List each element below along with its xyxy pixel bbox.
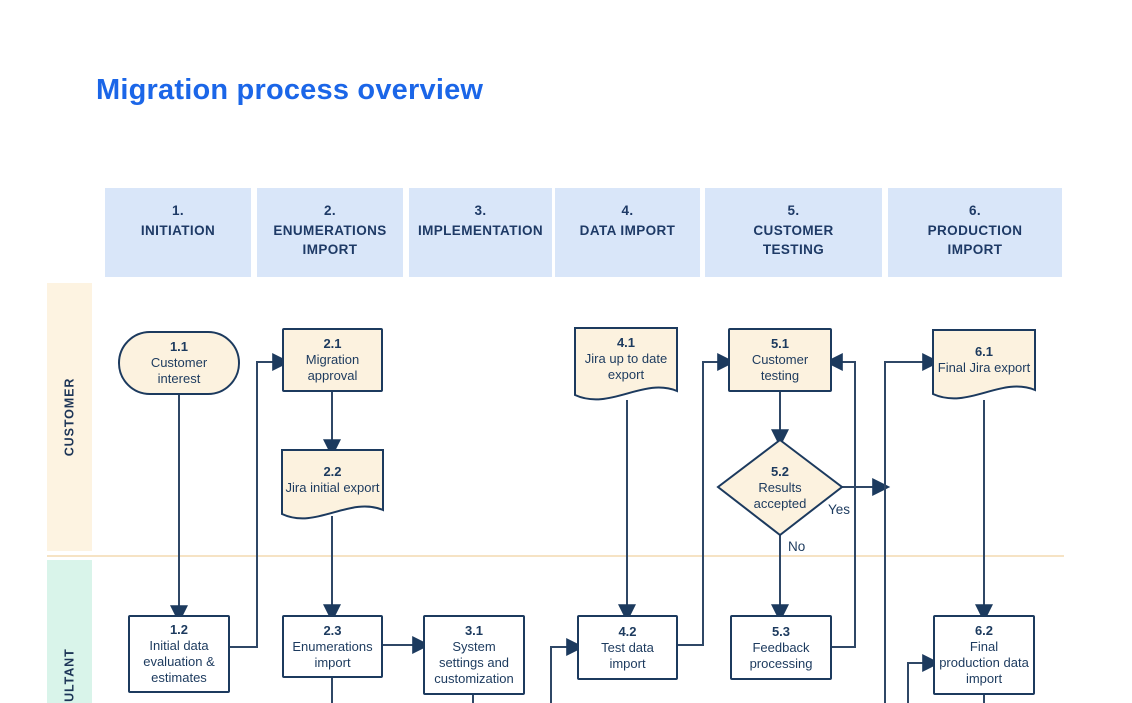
edge-offscreen-to-4.2 [550,638,585,703]
phase-name: DATA IMPORT [579,222,676,238]
swimlane-customer: CUSTOMER [47,283,92,551]
page-title: Migration process overview [96,74,484,106]
node-number: 2.2 [323,464,342,479]
node-label: Jira initial export [285,480,380,495]
edge-5.3-to-5.1 [824,353,856,648]
phase-name: PRODUCTION IMPORT [927,222,1023,258]
phase-number: 5. [787,203,800,218]
phase-name: IMPLEMENTATION [417,222,544,238]
node-4-1-jira-up-to-date-export: 4.1 Jira up to date export [575,328,677,400]
node-3-1-system-settings-customization: 3.1 System settings and customization [423,615,525,695]
phase-header-initiation: 1. INITIATION [105,188,251,277]
node-label: Final Jira export [937,360,1031,375]
phase-name: ENUMERATIONS IMPORT [273,222,387,258]
node-1-1-customer-interest: 1.1 Customer interest [118,331,240,395]
node-4-2-test-data-import: 4.2 Test data import [577,615,678,680]
phase-header-data-import: 4. DATA IMPORT [555,188,700,277]
node-5-2-results-accepted: 5.2 Results accepted [718,440,842,535]
phase-name: INITIATION [140,222,216,238]
node-number: 1.2 [169,622,189,637]
edge-4.2-to-5.1 [678,353,736,646]
node-number: 5.1 [770,336,790,351]
node-label: Migration approval [305,352,360,383]
node-2-3-enumerations-import: 2.3 Enumerations import [282,615,383,678]
phase-header-implementation: 3. IMPLEMENTATION [409,188,552,277]
phase-number: 4. [621,203,634,218]
node-number: 6.2 [974,623,994,638]
node-label: Initial data evaluation & estimates [143,638,215,685]
node-number: 5.2 [770,463,790,479]
phase-header-enumerations-import: 2. ENUMERATIONS IMPORT [257,188,403,277]
node-number: 6.1 [974,344,994,359]
node-label: Results accepted [753,479,807,511]
node-2-1-migration-approval: 2.1 Migration approval [282,328,383,392]
node-number: 3.1 [464,623,484,638]
node-number: 4.1 [616,335,636,350]
node-number: 2.1 [323,336,342,351]
phase-number: 6. [968,203,982,218]
phase-number: 3. [474,203,487,218]
phase-header-production-import: 6. PRODUCTION IMPORT [888,188,1062,277]
decision-shape-5.2 [716,438,844,537]
node-2-2-jira-initial-export: 2.2 Jira initial export [282,450,383,520]
node-label: Enumerations import [292,638,373,670]
document-shape-6.1 [932,329,1036,400]
document-shape-4.1 [574,327,678,401]
node-number: 1.1 [169,339,189,354]
node-label: Test data import [601,639,654,671]
edge-offscreen-to-6.2 [907,654,941,703]
decision-yes-label: Yes [828,502,851,517]
node-number: 5.3 [771,623,791,639]
node-label: Feedback processing [749,639,813,671]
swimlane-consultant: CONSULTANT [47,560,92,703]
node-6-1-final-jira-export: 6.1 Final Jira export [933,330,1035,400]
phase-header-customer-testing: 5. CUSTOMER TESTING [705,188,882,277]
node-label: Final production data import [939,639,1029,686]
phase-number: 2. [323,203,337,218]
phase-number: 1. [171,203,185,218]
node-label: System settings and customization [434,639,514,686]
node-6-2-final-production-data-import: 6.2 Final production data import [933,615,1035,695]
node-label: Jira up to date export [584,351,668,382]
lane-divider [47,555,1064,557]
phase-name: CUSTOMER TESTING [753,222,834,258]
node-5-3-feedback-processing: 5.3 Feedback processing [730,615,832,680]
node-number: 2.3 [323,622,342,638]
node-label: Customer testing [751,352,809,383]
document-shape-2.2 [281,449,384,520]
edge-1.2-to-2.1 [230,353,291,648]
node-5-1-customer-testing: 5.1 Customer testing [728,328,832,392]
edge-yes-to-6.1 [884,353,941,703]
node-label: Customer interest [150,355,208,386]
decision-no-label: No [788,539,806,554]
node-1-2-initial-data-evaluation: 1.2 Initial data evaluation & estimates [128,615,230,693]
node-number: 4.2 [618,623,637,639]
